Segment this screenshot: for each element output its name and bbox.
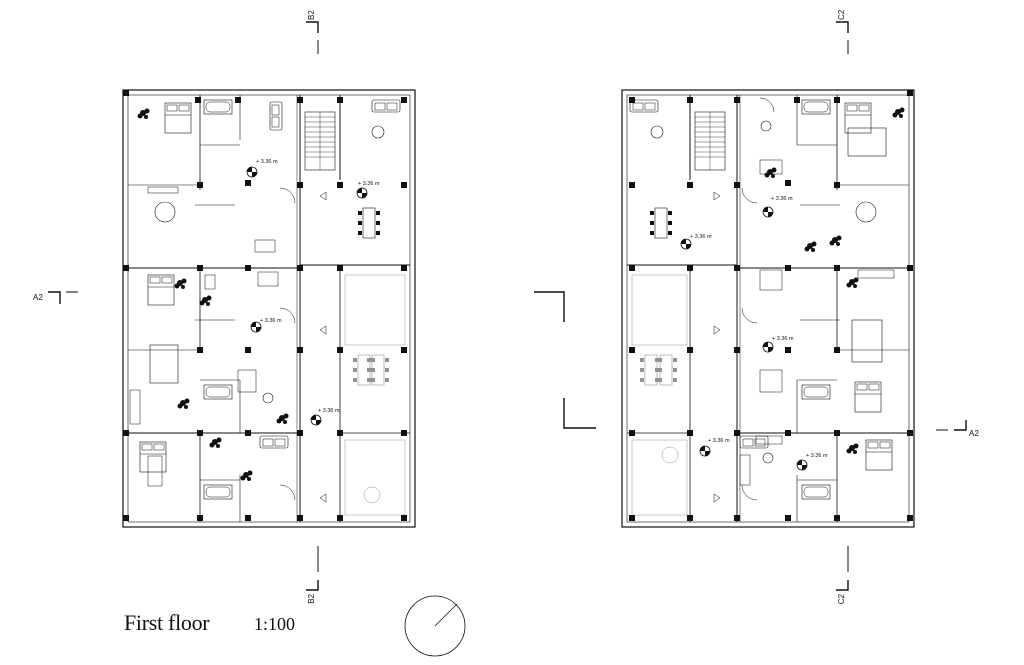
level-label: + 3.36 m [260,318,282,324]
section-label-a2-right: A2 [969,429,979,438]
section-label-a2-left: A2 [33,293,43,302]
right-floor-plan: + 3.36 m + 3.36 m + 3.36 m + 3.36 m + 3.… [621,89,915,528]
level-label: + 3.36 m [806,453,828,459]
level-label: + 3.36 m [772,336,794,342]
section-label-b2-bottom: B2 [307,593,316,603]
level-label: + 3.36 m [708,438,730,444]
section-label-c2-bottom: C2 [837,593,846,604]
dining-area-light [631,274,688,516]
level-label: + 3.36 m [318,408,340,414]
level-label: + 3.36 m [690,234,712,240]
left-floor-plan: + 3.36 m + 3.36 m + 3.36 m + 3.36 m [122,89,416,528]
dining-area-light [344,274,406,516]
level-label: + 3.36 m [358,181,380,187]
level-label: + 3.36 m [256,159,278,165]
level-label: + 3.36 m [771,196,793,202]
drawing-title: First floor [124,610,210,635]
section-label-c2-top: C2 [837,9,846,20]
section-marks [48,21,967,591]
section-label-b2-top: B2 [307,10,316,20]
drawing-scale: 1:100 [254,614,296,634]
north-arrow-icon [404,595,466,657]
